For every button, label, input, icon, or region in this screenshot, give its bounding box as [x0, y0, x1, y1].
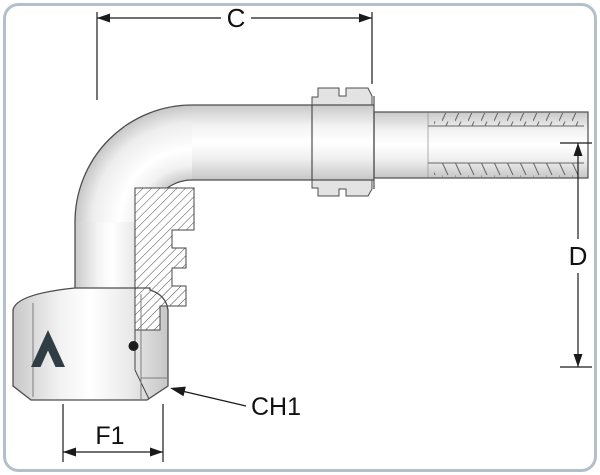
arrowhead-left	[63, 447, 76, 457]
arrowhead-top	[573, 143, 583, 156]
dimension-f1-label: F1	[95, 422, 124, 450]
o-ring-dot	[128, 341, 139, 351]
arrowhead-right	[150, 447, 163, 457]
seat-flare-line	[134, 369, 150, 400]
dimension-d: D	[560, 142, 592, 368]
collar-bottom-ribs	[311, 179, 373, 197]
hose-tail	[373, 111, 589, 179]
arrowhead-right	[359, 13, 372, 23]
outer-outline	[74, 104, 374, 292]
arrowhead-bottom	[573, 354, 583, 367]
dimension-d-label: D	[569, 241, 588, 271]
leader-line	[183, 390, 247, 407]
ch1-label: CH1	[251, 393, 301, 421]
swivel-nut	[13, 288, 168, 400]
fitting-drawing	[12, 87, 589, 401]
elbow-bend	[75, 105, 192, 222]
dimension-c-label: C	[227, 3, 246, 33]
manufacturer-logo	[31, 330, 65, 367]
collar-top-ribs	[311, 87, 373, 106]
swivel-nut-outline	[12, 287, 169, 401]
leader-arrowhead	[170, 386, 186, 397]
crimp-collar	[311, 87, 375, 197]
arrowhead-left	[97, 13, 110, 23]
dimension-c: C	[96, 3, 373, 100]
horizontal-tube	[192, 105, 374, 180]
dimension-f1: F1	[62, 404, 164, 462]
ch1-callout: CH1	[170, 386, 301, 421]
hose-tail-serrations	[428, 113, 584, 177]
